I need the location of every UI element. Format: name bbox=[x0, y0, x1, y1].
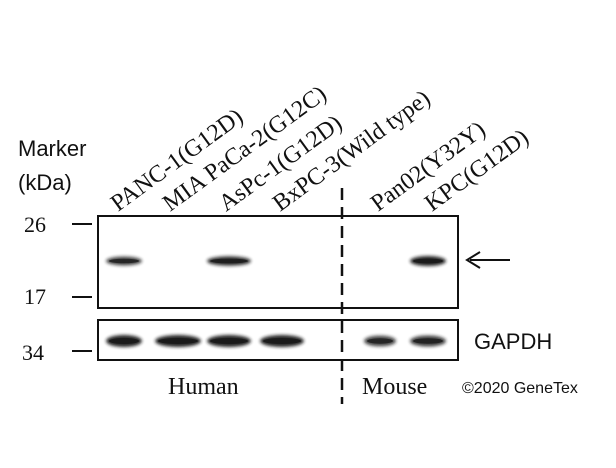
marker-value-17: 17 bbox=[24, 284, 46, 309]
target-bands bbox=[106, 256, 446, 266]
gapdh-band-core bbox=[367, 338, 393, 344]
gapdh-band-core bbox=[158, 338, 198, 344]
gapdh-band-core bbox=[109, 338, 139, 344]
marker-value-26: 26 bbox=[24, 212, 46, 237]
group-label-mouse: Mouse bbox=[362, 374, 427, 400]
gapdh-band-core bbox=[210, 338, 248, 344]
target-band-core bbox=[413, 258, 443, 264]
copyright-text: ©2020 GeneTex bbox=[462, 380, 578, 397]
group-label-human: Human bbox=[168, 374, 239, 400]
target-blot-panel bbox=[97, 215, 459, 309]
marker-value-34: 34 bbox=[22, 340, 44, 365]
gapdh-bands bbox=[106, 335, 446, 347]
target-band-core bbox=[109, 258, 139, 264]
gapdh-blot-panel bbox=[97, 319, 459, 361]
gapdh-band-core bbox=[263, 338, 301, 344]
gapdh-band-core bbox=[413, 338, 443, 344]
loading-control-label: GAPDH bbox=[474, 329, 552, 354]
marker-title: Marker bbox=[18, 136, 86, 161]
lane-labels: PANC-1(G12D) MIA PaCa-2(G12C) AsPc-1(G12… bbox=[106, 81, 533, 217]
left-arrow-icon bbox=[465, 251, 510, 269]
target-band-core bbox=[210, 258, 248, 264]
marker-unit: (kDa) bbox=[18, 170, 72, 195]
